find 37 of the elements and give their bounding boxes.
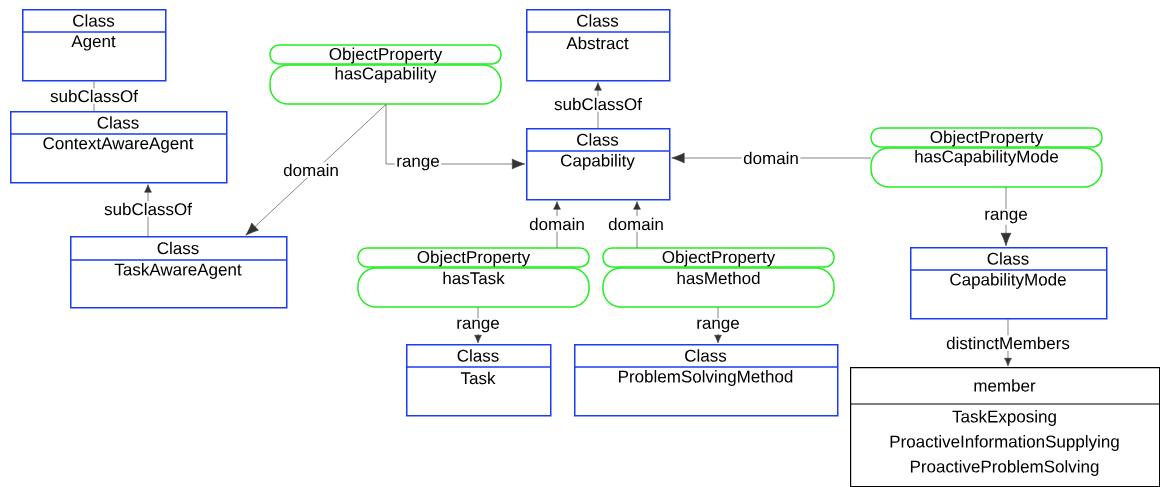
class-box: Class ContextAwareAgent [9,111,228,184]
node-label: ObjectProperty [662,250,776,267]
edge-label: range [394,156,442,172]
node-label: ObjectProperty [417,250,531,267]
edge-label: subClassOf [552,96,644,112]
arrow [553,201,561,249]
property-pill: ObjectProperty hasTask [357,247,590,308]
class-box: Class CapabilityMode [909,247,1108,320]
edge-label: subClassOf [48,88,140,104]
property-pill: ObjectProperty hasCapability [269,44,502,105]
edge-label: domain [741,150,801,166]
edge-label: domain [606,216,666,232]
class-box: Class ProblemSolvingMethod [573,344,839,417]
arrow [714,307,722,344]
property-pill: ObjectProperty hasMethod [602,247,835,308]
class-box: Class Agent [21,9,167,82]
arrow [594,82,602,129]
edge-label: range [982,209,1030,225]
arrow [245,104,387,236]
arrow [474,307,482,344]
class-box: Class Abstract [525,9,671,82]
arrow [633,201,641,249]
class-box: Class Task [405,344,552,417]
edge-label: distinctMembers [944,335,1072,351]
edge-label: range [454,318,502,334]
property-pill: ObjectProperty hasCapabilityMode [870,127,1103,188]
node-label: ObjectProperty [329,47,443,64]
list-box: member TaskExposing ProactiveInformationSupplying ProactiveProblemSolving [849,366,1160,487]
edge-label: range [694,318,742,334]
node-label: ObjectProperty [930,130,1044,147]
arrow [144,184,152,237]
arrow [1000,187,1012,247]
edge-label: subClassOf [102,201,194,217]
edge-label: domain [281,162,341,178]
class-box: Class Capability [525,128,671,201]
edge-label: domain [527,216,587,232]
class-box: Class TaskAwareAgent [69,236,288,309]
